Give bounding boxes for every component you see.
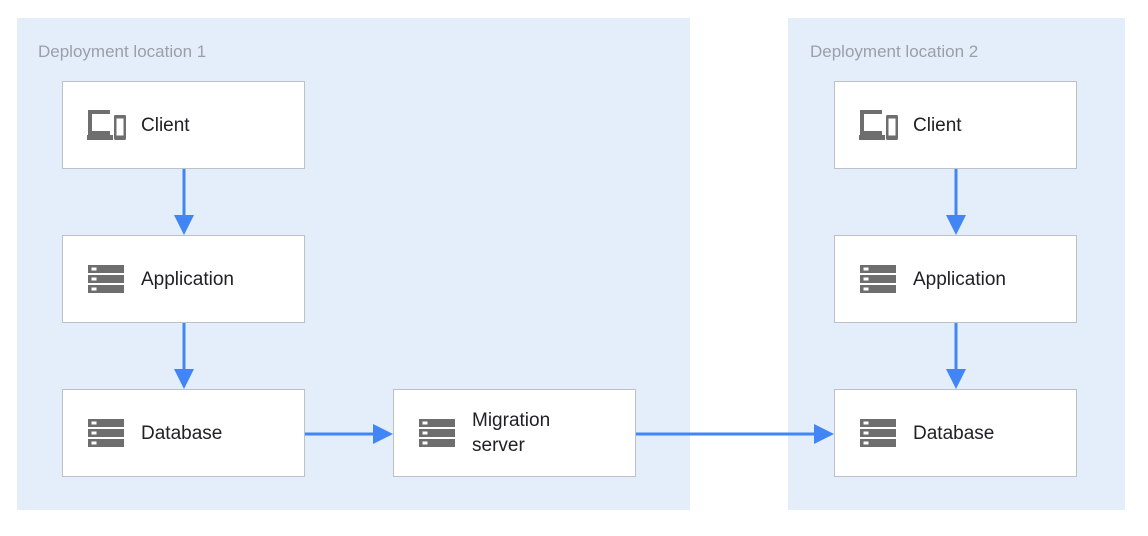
edge-database1-to-migration-server — [305, 424, 393, 444]
node-client-2[interactable]: Client — [834, 81, 1077, 169]
deployment-zone-2-label: Deployment location 2 — [810, 42, 979, 61]
edge-client2-to-application2 — [946, 169, 966, 235]
node-migration-server[interactable]: Migration server — [393, 389, 636, 477]
server-icon — [860, 265, 896, 293]
devices-icon — [859, 110, 898, 140]
node-database-1-label: Database — [141, 422, 223, 444]
node-client-2-label: Client — [913, 114, 962, 136]
node-database-1[interactable]: Database — [62, 389, 305, 477]
node-database-2-label: Database — [913, 422, 995, 444]
server-icon — [88, 265, 124, 293]
server-icon — [419, 419, 455, 447]
node-application-2-label: Application — [913, 268, 1006, 290]
node-database-2[interactable]: Database — [834, 389, 1077, 477]
edge-application2-to-database2 — [946, 323, 966, 389]
deployment-zone-1-label: Deployment location 1 — [38, 42, 207, 61]
node-application-1[interactable]: Application — [62, 235, 305, 323]
edge-migration-server-to-database2 — [636, 424, 834, 444]
edge-application1-to-database1 — [174, 323, 194, 389]
server-icon — [88, 419, 124, 447]
server-icon — [860, 419, 896, 447]
edge-client1-to-application1 — [174, 169, 194, 235]
node-client-1-label: Client — [141, 114, 190, 136]
devices-icon — [87, 110, 126, 140]
node-client-1[interactable]: Client — [62, 81, 305, 169]
node-migration-server-label: Migration server — [472, 410, 551, 456]
node-application-2[interactable]: Application — [834, 235, 1077, 323]
node-application-1-label: Application — [141, 268, 234, 290]
